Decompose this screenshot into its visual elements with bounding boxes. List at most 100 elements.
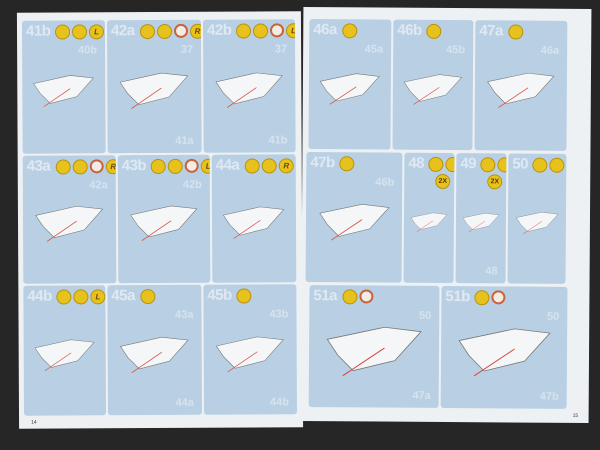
step-number: 47a [479, 22, 503, 40]
glue-icon [54, 24, 71, 40]
assembly-diagram [487, 72, 555, 108]
timer-icon [491, 290, 506, 305]
glue-icon [244, 158, 260, 174]
paint-icon [72, 159, 88, 175]
assembly-diagram [216, 336, 285, 372]
part-outline [216, 336, 285, 369]
glue-icon [342, 289, 358, 305]
paint-icon [167, 158, 183, 174]
paint-icon [156, 23, 173, 40]
instruction-icons [480, 157, 507, 173]
glue-icon [140, 289, 156, 305]
reference-step: 41b [268, 134, 288, 147]
timer-icon [173, 23, 189, 38]
assembly-diagram [33, 75, 95, 108]
assembly-arrow [416, 220, 434, 232]
part-outline [318, 203, 390, 237]
instruction-icons: R [55, 159, 117, 175]
assembly-diagram [120, 336, 190, 373]
glue-icon [342, 23, 358, 39]
assembly-arrow [498, 87, 529, 108]
step-number: 48 [408, 154, 425, 172]
assembly-diagram [318, 203, 390, 240]
instruction-icons [339, 156, 355, 172]
paint-icon [497, 157, 507, 173]
step-number: 42a [110, 22, 135, 40]
assembly-diagram [515, 211, 559, 234]
assembly-arrow [141, 220, 172, 241]
glue-icon [339, 156, 355, 172]
instruction-icons [426, 23, 442, 39]
glue-icon [532, 157, 548, 173]
timer-icon [184, 158, 199, 173]
step-number: 43a [26, 157, 51, 175]
timer-icon [89, 159, 104, 174]
assembly-diagram [458, 327, 551, 376]
instruction-icons [508, 24, 524, 40]
reference-step: 44b [269, 396, 289, 409]
assembly-arrow [44, 352, 72, 371]
assembly-arrow [233, 220, 261, 239]
page-number: 14 [31, 419, 37, 426]
glue-icon [426, 23, 442, 39]
assembly-arrow [227, 350, 258, 372]
timer-icon [269, 23, 285, 38]
assembly-diagram [326, 326, 422, 376]
part-outline [120, 336, 190, 369]
instruction-icons: L [54, 24, 105, 40]
assembly-diagram [34, 339, 95, 371]
paint-icon [445, 156, 455, 173]
step-number: 44b [27, 287, 52, 305]
step-number: 49 [460, 155, 477, 173]
step-number: 46a [313, 21, 337, 39]
instruction-icons [236, 288, 252, 304]
step-number: 50 [512, 155, 529, 173]
part-outline [462, 212, 500, 230]
step-number: 47b [310, 154, 335, 172]
glue-icon [150, 158, 166, 175]
assembly-diagram [410, 212, 448, 232]
reference-step: 48 [485, 265, 498, 278]
assembly-arrow [330, 218, 362, 240]
instruction-icons: R [244, 158, 294, 174]
paint-icon [261, 158, 277, 174]
glue-icon [474, 290, 490, 306]
assembly-arrow [329, 86, 357, 105]
step-number: 51a [313, 287, 338, 305]
instruction-icons [342, 289, 374, 305]
glue-icon [56, 289, 72, 305]
instruction-icons: L [56, 289, 106, 305]
reference-step: 47a [412, 389, 431, 402]
reference-step: 41a [175, 134, 194, 147]
assembly-diagram [462, 212, 500, 232]
assembly-diagram [215, 72, 283, 109]
step-number: 43b [121, 157, 147, 175]
timer-icon [359, 289, 374, 304]
glue-icon [55, 159, 71, 175]
assembly-diagram [403, 73, 463, 105]
assembly-diagram [130, 205, 198, 241]
assembly-arrow [132, 351, 163, 373]
glue-icon [508, 24, 524, 40]
no-glue-icon [480, 157, 496, 173]
instruction-icons: R [139, 23, 202, 40]
l-icon: L [88, 24, 105, 40]
assembly-arrow [131, 87, 163, 110]
assembly-arrow [413, 86, 440, 105]
assembly-arrow [522, 220, 542, 234]
part-outline [223, 206, 285, 236]
l-icon: L [200, 158, 211, 174]
assembly-arrow [43, 88, 71, 108]
assembly-arrow [47, 220, 78, 242]
